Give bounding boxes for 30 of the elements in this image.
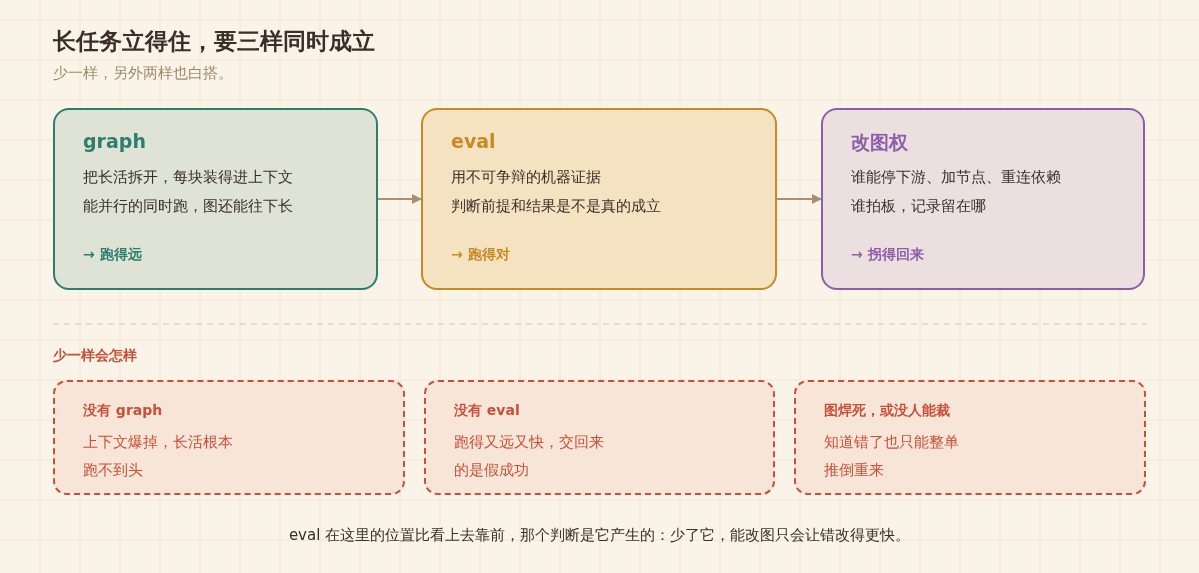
failure-box: [424, 380, 775, 495]
outcome-text: → 拐得回来: [851, 246, 924, 264]
box-title: 没有 graph: [83, 402, 163, 420]
description-text: 知道错了也只能整单推倒重来: [824, 432, 960, 481]
title: 长任务立得住，要三样同时成立: [53, 27, 375, 56]
box-title: graph: [83, 130, 146, 152]
arrow: [776, 194, 822, 204]
description-text: 用不可争辩的机器证据: [451, 168, 601, 187]
subtitle: 少一样，另外两样也白搭。: [53, 64, 233, 83]
section-heading: 少一样会怎样: [53, 347, 137, 365]
outcome-text: → 跑得对: [451, 246, 510, 264]
box-title: eval: [451, 130, 496, 152]
description-text: 跑得又远又快，交回来的是假成功: [454, 432, 605, 481]
description-text: 上下文爆掉，长活根本跑不到头: [83, 432, 234, 481]
stage-box: [421, 108, 777, 290]
caption: eval 在这里的位置比看上去靠前，那个判断是它产生的：少了它，能改图只会让错改得更快。: [287, 526, 912, 545]
description-text: 判断前提和结果是不是真的成立: [451, 197, 661, 216]
box-title: 没有 eval: [454, 402, 520, 420]
stage-box: [821, 108, 1145, 290]
outcome-text: → 跑得远: [83, 246, 142, 264]
description-text: 谁能停下游、加节点、重连依赖: [851, 168, 1061, 187]
failure-box: [53, 380, 405, 495]
stage-box: [53, 108, 378, 290]
box-title: 改图权: [851, 130, 908, 155]
description-text: 把长活拆开，每块装得进上下文: [83, 168, 293, 187]
arrow: [377, 194, 422, 204]
failure-box: [794, 380, 1146, 495]
description-text: 能并行的同时跑，图还能往下长: [83, 197, 293, 216]
box-title: 图焊死，或没人能裁: [824, 402, 950, 420]
description-text: 谁拍板，记录留在哪: [851, 197, 986, 216]
